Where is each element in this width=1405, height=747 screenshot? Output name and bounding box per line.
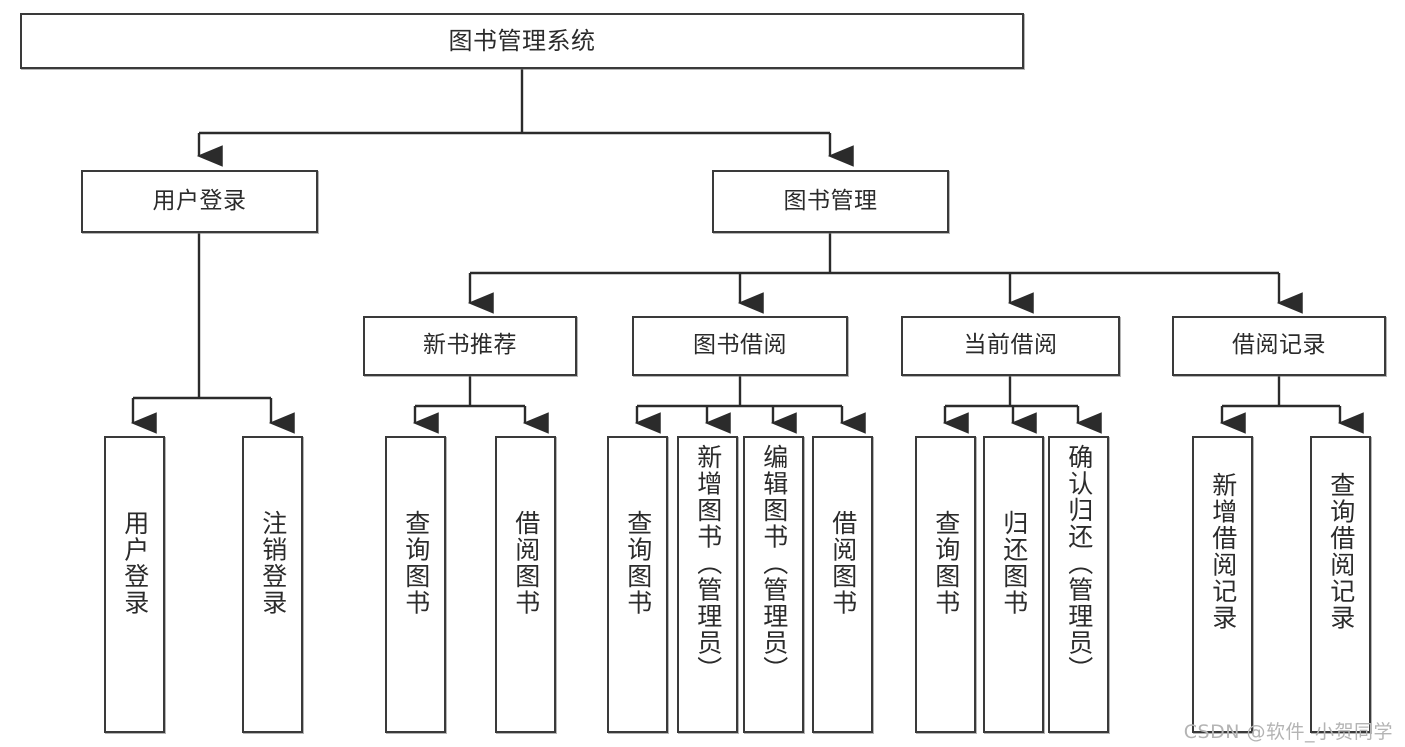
leaf-add-record-label: 新增借阅记录 (1208, 472, 1238, 631)
leaf-return-book[interactable]: 归还图书 (983, 436, 1044, 733)
leaf-query-book-2-label: 查询图书 (623, 510, 653, 616)
leaf-confirm-return-label: 确认归还（管理员） (1064, 444, 1094, 683)
node-current-borrow-label: 当前借阅 (963, 332, 1058, 359)
node-borrow-record[interactable]: 借阅记录 (1172, 316, 1386, 376)
csdn-watermark: CSDN @软件_小贺同学 (1183, 721, 1393, 743)
node-book-manage[interactable]: 图书管理 (712, 170, 949, 233)
leaf-borrow-book-2-label: 借阅图书 (828, 510, 858, 616)
node-user-login[interactable]: 用户登录 (81, 170, 318, 233)
leaf-query-book-2[interactable]: 查询图书 (607, 436, 668, 733)
node-new-book-rec-label: 新书推荐 (423, 332, 517, 359)
leaf-user-logout-label: 注销登录 (258, 510, 288, 616)
node-root-label: 图书管理系统 (448, 26, 596, 55)
leaf-edit-book-label: 编辑图书（管理员） (759, 444, 789, 683)
leaf-query-record[interactable]: 查询借阅记录 (1310, 436, 1371, 733)
leaf-query-book-1[interactable]: 查询图书 (385, 436, 446, 733)
node-current-borrow[interactable]: 当前借阅 (901, 316, 1120, 376)
leaf-edit-book[interactable]: 编辑图书（管理员） (743, 436, 804, 733)
node-user-login-label: 用户登录 (152, 187, 247, 214)
leaf-query-record-label: 查询借阅记录 (1326, 472, 1356, 631)
leaf-borrow-book-1-label: 借阅图书 (511, 510, 541, 616)
leaf-confirm-return[interactable]: 确认归还（管理员） (1048, 436, 1109, 733)
leaf-query-book-1-label: 查询图书 (401, 510, 431, 616)
leaf-borrow-book-2[interactable]: 借阅图书 (812, 436, 873, 733)
node-book-manage-label: 图书管理 (783, 187, 878, 214)
node-book-borrow[interactable]: 图书借阅 (632, 316, 848, 376)
leaf-query-book-3[interactable]: 查询图书 (915, 436, 976, 733)
node-root[interactable]: 图书管理系统 (20, 13, 1024, 69)
leaf-user-logout[interactable]: 注销登录 (242, 436, 303, 733)
leaf-borrow-book-1[interactable]: 借阅图书 (495, 436, 556, 733)
leaf-add-record[interactable]: 新增借阅记录 (1192, 436, 1253, 733)
leaf-user-login[interactable]: 用户登录 (104, 436, 165, 733)
leaf-user-login-label: 用户登录 (120, 510, 150, 616)
leaf-query-book-3-label: 查询图书 (931, 510, 961, 616)
node-borrow-record-label: 借阅记录 (1232, 332, 1326, 359)
leaf-add-book-label: 新增图书（管理员） (693, 444, 723, 683)
node-new-book-rec[interactable]: 新书推荐 (363, 316, 577, 376)
leaf-add-book[interactable]: 新增图书（管理员） (677, 436, 738, 733)
leaf-return-book-label: 归还图书 (999, 510, 1029, 616)
node-book-borrow-label: 图书借阅 (693, 332, 787, 359)
